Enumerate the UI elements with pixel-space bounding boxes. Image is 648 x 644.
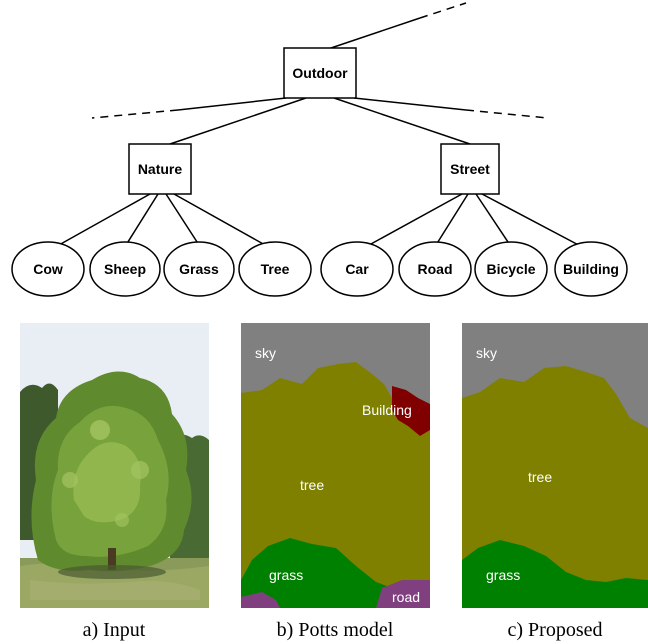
node-nature: Nature [128,143,192,195]
edge-nature-cow [49,193,151,251]
tree-edges [49,2,589,251]
caption-potts: b) Potts model [277,619,394,641]
edge-nature-tree [173,193,275,251]
potts-building-region [392,386,430,436]
leaf-car: Car [320,241,394,297]
node-street: Street [440,143,500,195]
leaf-tree-label: Tree [261,261,290,277]
caption-input: a) Input [83,619,146,641]
node-outdoor-label: Outdoor [292,65,348,81]
proposed-grass-region [462,540,648,608]
edge-nature-sheep [125,193,159,246]
potts-road-region [376,580,430,608]
leaf-tree: Tree [238,241,312,297]
leaf-road: Road [398,241,472,297]
caption-proposed: c) Proposed [508,619,603,641]
edge-street-road [435,193,469,246]
leaf-cow: Cow [11,241,85,297]
potts-label-building: Building [362,402,412,418]
input-photo [20,323,209,608]
potts-label-sky: sky [255,345,276,361]
proposed-label-sky: sky [476,345,497,361]
leaf-grass-label: Grass [179,261,219,277]
edge-street-building [481,193,589,251]
leaf-building-label: Building [563,261,619,277]
node-street-label: Street [450,161,490,177]
edge-street-car [359,193,463,251]
leaf-cow-label: Cow [33,261,63,277]
edge-outdoor-street [333,97,471,145]
hierarchy-diagram: Outdoor Nature Street Cow Sheep Grass Tr… [11,2,628,297]
edge-outdoor-right-dashed [465,109,549,119]
edge-outdoor-left-dashed [91,109,179,119]
edge-nature-grass [165,193,200,246]
edge-outdoor-left [177,97,287,111]
potts-segmentation: sky Building tree grass road [241,323,430,608]
potts-label-grass: grass [269,567,303,583]
node-outdoor: Outdoor [283,47,357,99]
leaf-building: Building [554,241,628,297]
leaf-bicycle-label: Bicycle [486,261,535,277]
proposed-label-tree: tree [528,469,552,485]
proposed-label-grass: grass [486,567,520,583]
leaf-grass: Grass [163,241,235,297]
edge-root-parent-dashed [419,2,467,19]
leaf-sheep-label: Sheep [104,261,146,277]
edge-root-parent [327,17,421,50]
potts-label-road: road [392,589,420,605]
leaf-sheep: Sheep [89,241,161,297]
leaf-bicycle: Bicycle [474,241,548,297]
potts-road-region-left [241,592,280,608]
proposed-segmentation: sky tree grass [462,323,648,608]
edge-outdoor-nature [169,97,307,145]
leaf-car-label: Car [345,261,369,277]
edge-street-bicycle [475,193,511,246]
leaf-road-label: Road [418,261,453,277]
potts-label-tree: tree [300,477,324,493]
node-nature-label: Nature [138,161,183,177]
edge-outdoor-right [353,97,467,111]
